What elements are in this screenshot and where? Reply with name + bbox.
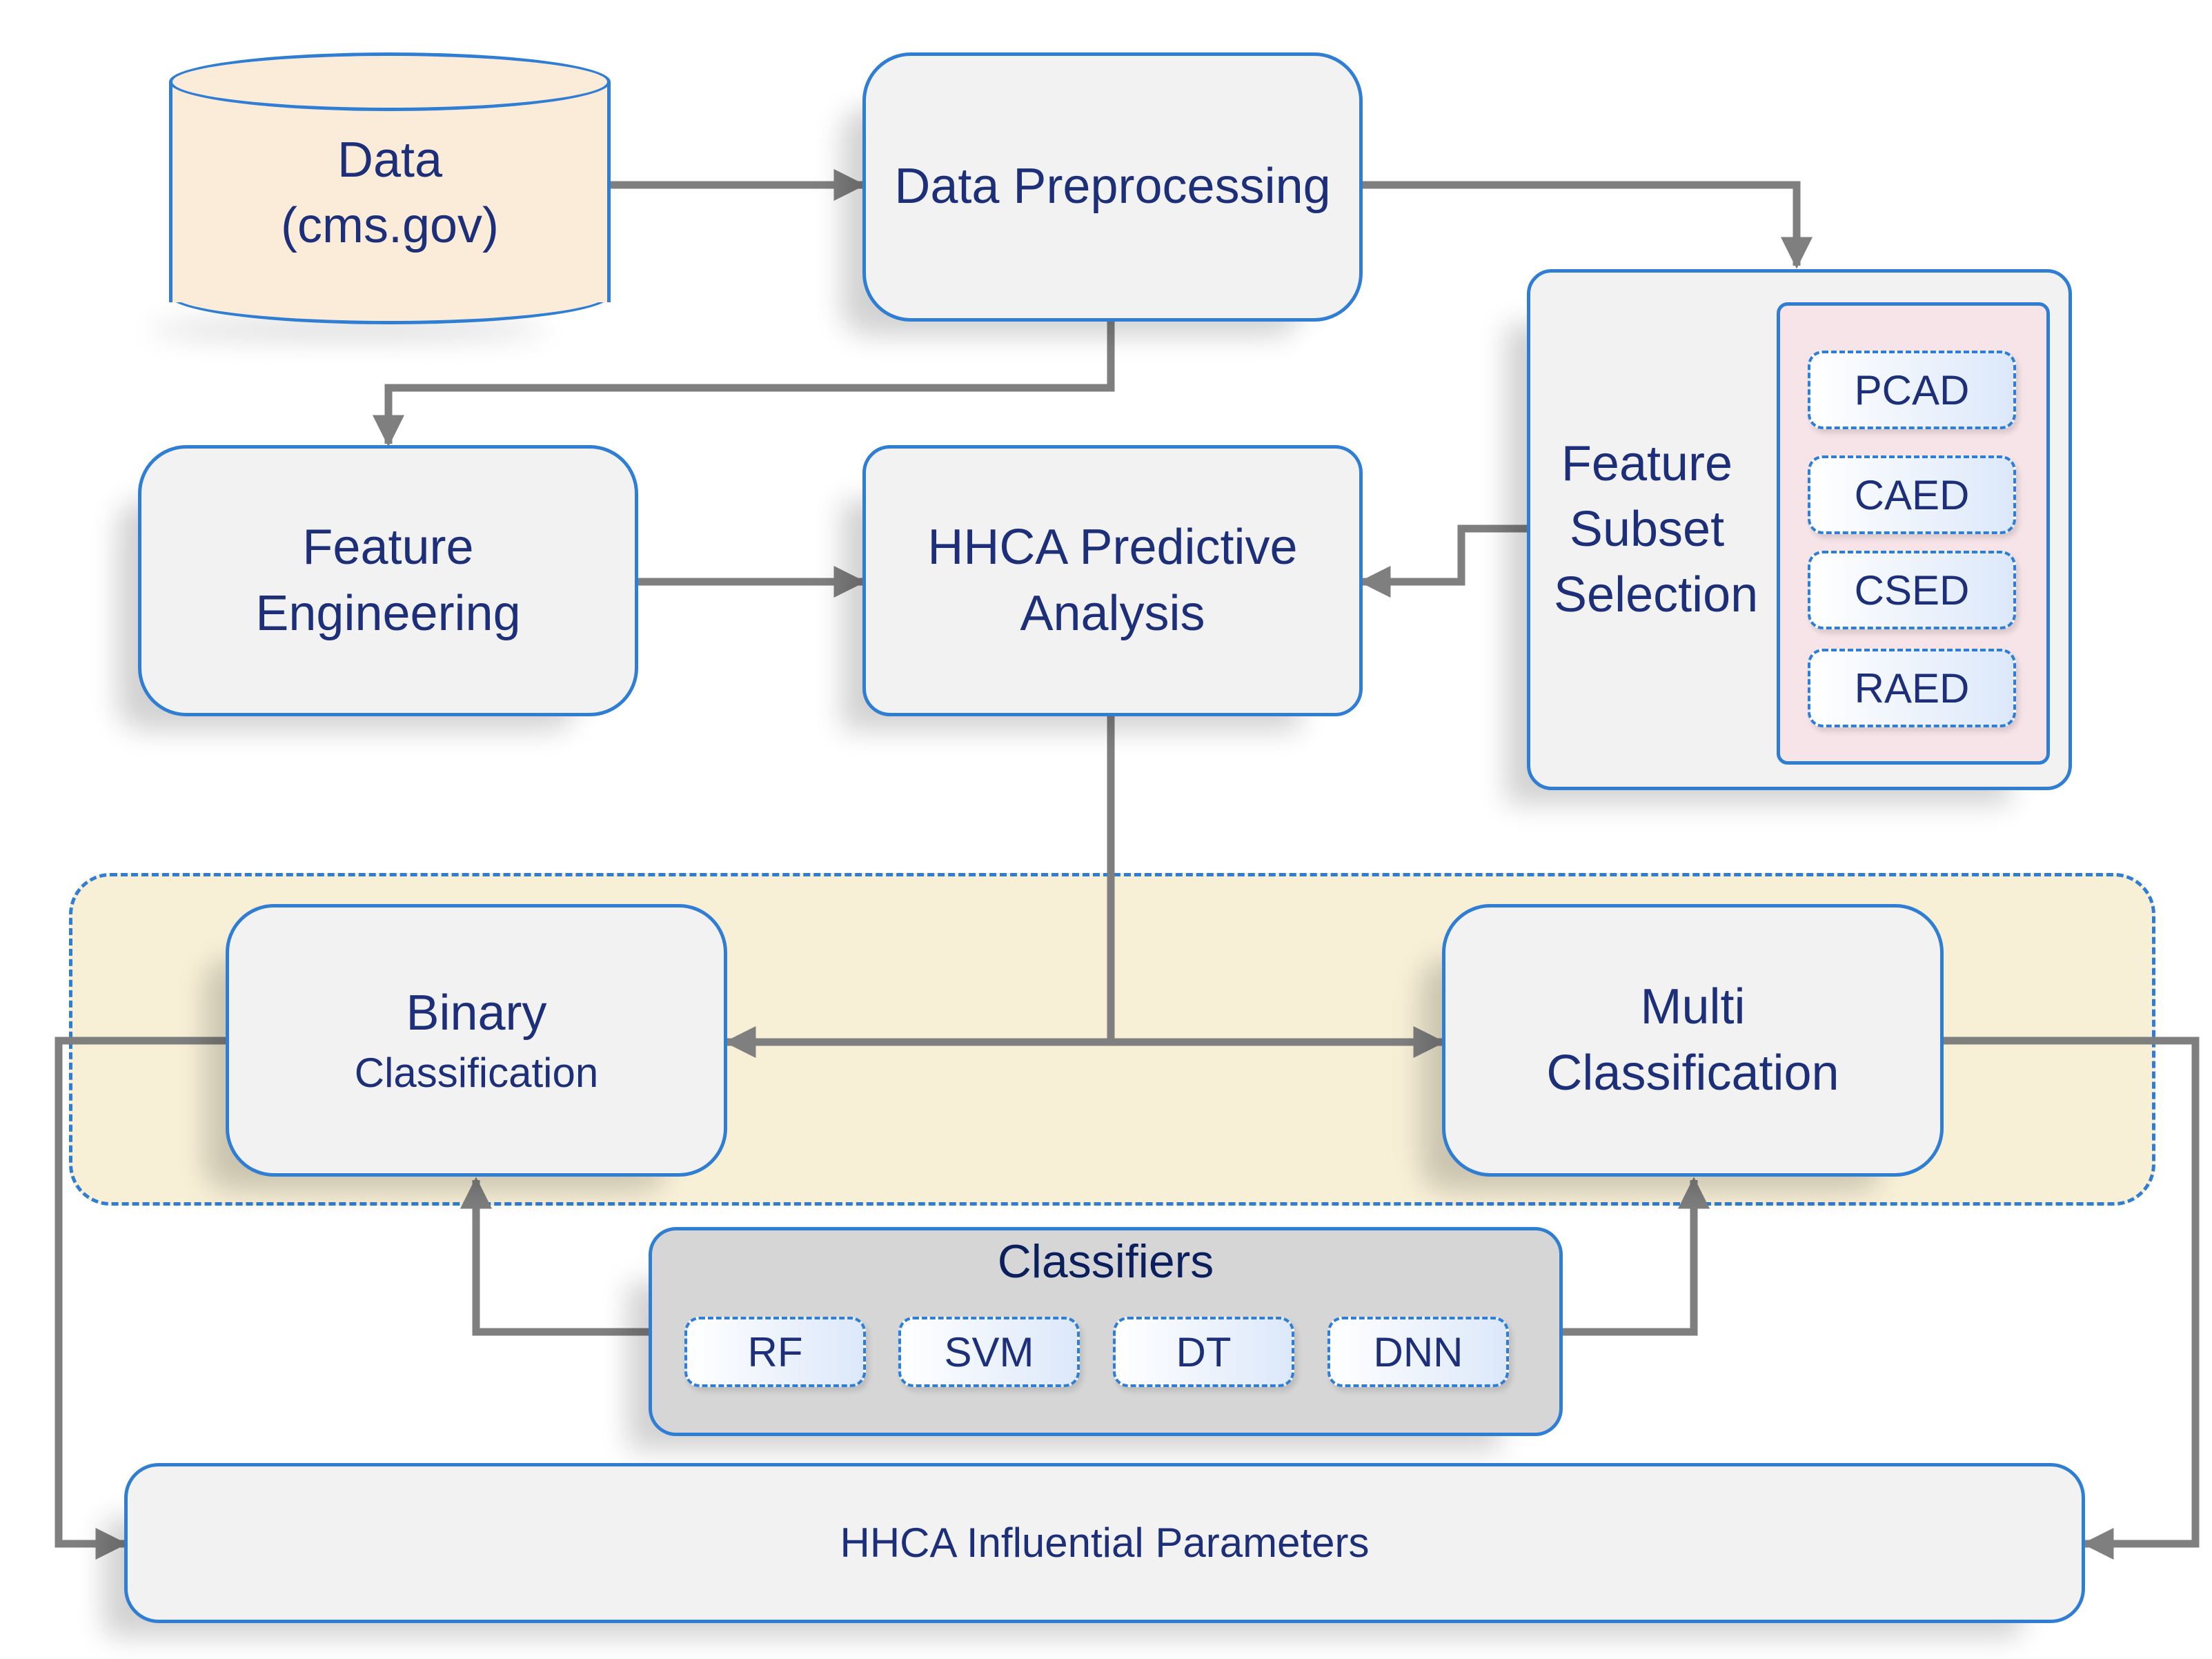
- feature-subset-label-line1: Feature: [1561, 435, 1733, 491]
- influential-parameters-label: HHCA Influential Parameters: [840, 1520, 1370, 1566]
- predictive-analysis-label-line1: HHCA Predictive: [927, 520, 1298, 576]
- arrow-classifiers-to-binary: [460, 1177, 649, 1336]
- method-csed: CSED: [1808, 551, 2016, 629]
- cylinder-top: [169, 52, 611, 111]
- predictive-analysis-label-line2: Analysis: [1020, 585, 1205, 641]
- arrow-preprocessing-to-feature-subset: [1359, 181, 1813, 269]
- binary-classification-label-line1: Binary: [406, 985, 547, 1041]
- binary-classification-label-line2: Classification: [354, 1050, 599, 1097]
- data-preprocessing-label: Data Preprocessing: [894, 159, 1331, 215]
- classifier-svm: SVM: [898, 1317, 1080, 1387]
- multi-classification-label-line2: Classification: [1546, 1045, 1839, 1101]
- method-raed: RAED: [1808, 649, 2016, 727]
- arrow-classifiers-to-multi: [1561, 1177, 1710, 1336]
- feature-engineering-box: Feature Engineering: [138, 445, 638, 716]
- feature-subset-label-line3: Selection: [1554, 567, 1759, 623]
- classifier-dnn: DNN: [1327, 1317, 1509, 1387]
- method-caed: CAED: [1808, 455, 2016, 534]
- multi-classification-box: Multi Classification: [1442, 904, 1944, 1177]
- method-pcad: PCAD: [1808, 351, 2016, 429]
- classifier-dt: DT: [1113, 1317, 1294, 1387]
- predictive-analysis-box: HHCA Predictive Analysis: [862, 445, 1363, 716]
- influential-parameters-box: HHCA Influential Parameters: [124, 1463, 2085, 1623]
- arrow-feature-subset-to-predictive: [1359, 524, 1530, 598]
- arrow-multi-to-influential: [1943, 1037, 2200, 1560]
- classifiers-title: Classifiers: [997, 1235, 1214, 1288]
- feature-engineering-label-line2: Engineering: [255, 585, 521, 641]
- binary-classification-box: Binary Classification: [226, 904, 727, 1177]
- multi-classification-label-line1: Multi: [1640, 979, 1746, 1035]
- feature-engineering-label-line1: Feature: [302, 520, 474, 576]
- feature-subset-label-line2: Subset: [1569, 501, 1725, 557]
- data-label: Data: [337, 132, 443, 188]
- data-preprocessing-box: Data Preprocessing: [862, 52, 1363, 322]
- classifier-rf: RF: [684, 1317, 866, 1387]
- arrow-preprocessing-to-feature-engineering: [372, 321, 1115, 447]
- arrow-binary-to-influential: [55, 1037, 228, 1560]
- data-source-label: (cms.gov): [280, 198, 500, 253]
